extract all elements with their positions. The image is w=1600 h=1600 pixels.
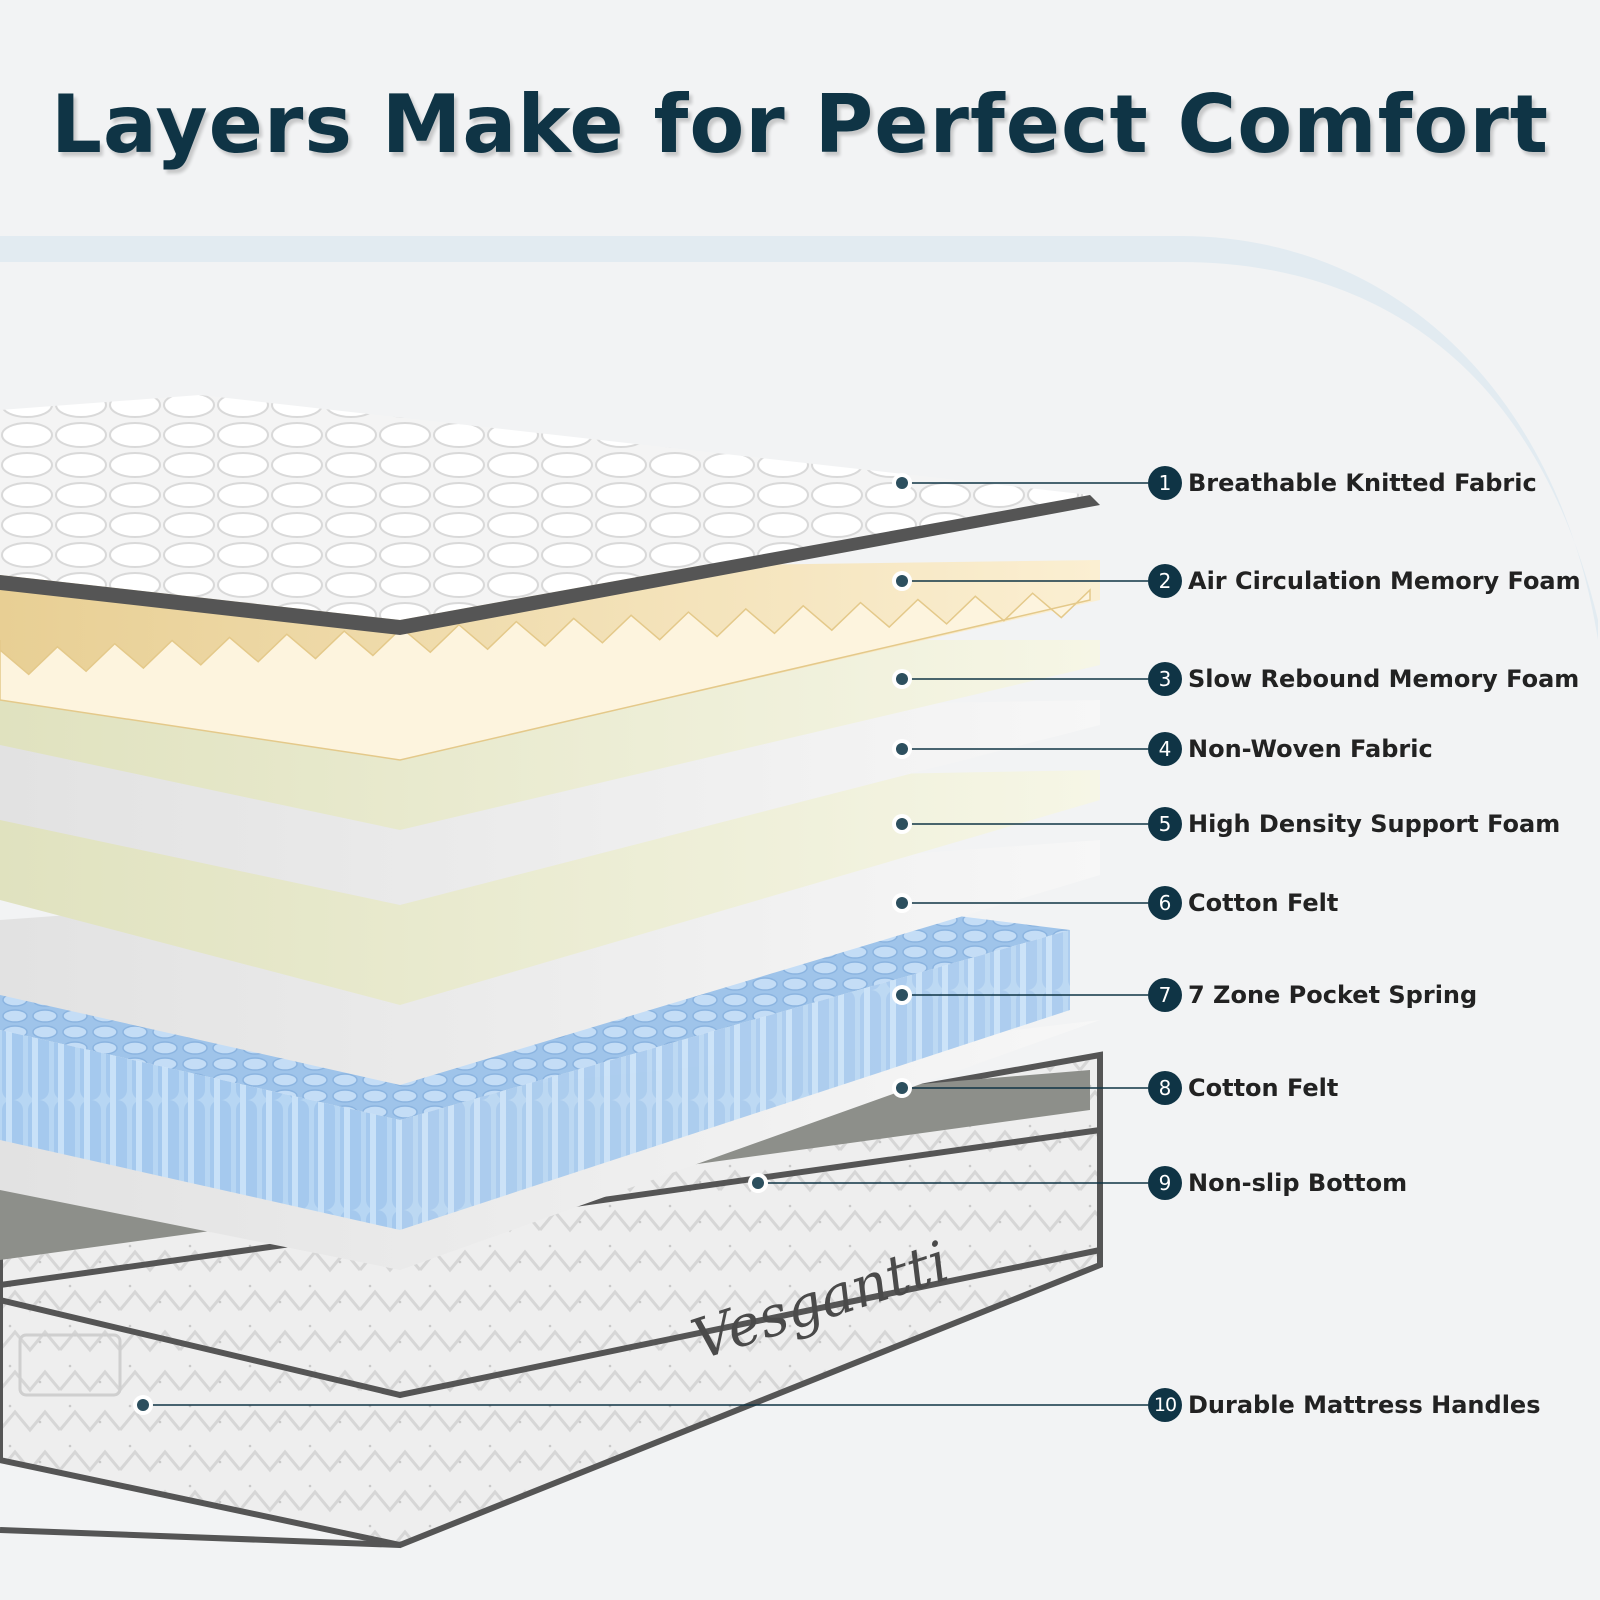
layer-label-text: Non-slip Bottom	[1188, 1169, 1408, 1197]
layer-label-5: 5 High Density Support Foam	[1148, 806, 1560, 842]
leader-dot-core-5	[896, 818, 908, 830]
layer-badge: 9	[1148, 1166, 1182, 1200]
layer-label-2: 2 Air Circulation Memory Foam	[1148, 563, 1581, 599]
layer-label-text: Cotton Felt	[1188, 1074, 1339, 1102]
knitted-fabric-top	[0, 395, 1100, 635]
layer-label-text: Non-Woven Fabric	[1188, 735, 1433, 763]
layer-label-7: 7 7 Zone Pocket Spring	[1148, 977, 1477, 1013]
leader-lines	[133, 473, 1148, 1415]
leader-dot-core-9	[752, 1177, 764, 1189]
layer-badge: 4	[1148, 732, 1182, 766]
layer-label-text: 7 Zone Pocket Spring	[1188, 981, 1478, 1009]
layer-label-text: High Density Support Foam	[1188, 810, 1561, 838]
leader-dot-core-7	[896, 989, 908, 1001]
layer-badge: 6	[1148, 886, 1182, 920]
leader-dot-core-4	[896, 743, 908, 755]
leader-dot-core-3	[896, 673, 908, 685]
layer-label-1: 1 Breathable Knitted Fabric	[1148, 465, 1537, 501]
layer-badge: 3	[1148, 662, 1182, 696]
page-title: Layers Make for Perfect Comfort	[50, 78, 1550, 171]
leader-dot-core-8	[896, 1082, 908, 1094]
layer-label-9: 9 Non-slip Bottom	[1148, 1165, 1407, 1201]
leader-dot-core-1	[896, 477, 908, 489]
layer-badge: 1	[1148, 466, 1182, 500]
layer-label-8: 8 Cotton Felt	[1148, 1070, 1338, 1106]
layer-badge: 7	[1148, 978, 1182, 1012]
leader-dot-core-10	[137, 1399, 149, 1411]
leader-dot-core-6	[896, 897, 908, 909]
layer-badge: 2	[1148, 564, 1182, 598]
leader-dot-core-2	[896, 575, 908, 587]
layer-label-3: 3 Slow Rebound Memory Foam	[1148, 661, 1579, 697]
layer-label-6: 6 Cotton Felt	[1148, 885, 1338, 921]
layer-label-text: Slow Rebound Memory Foam	[1188, 665, 1580, 693]
layer-label-text: Breathable Knitted Fabric	[1188, 469, 1537, 497]
layer-label-text: Cotton Felt	[1188, 889, 1339, 917]
layer-badge: 10	[1148, 1388, 1182, 1422]
layer-badge: 5	[1148, 807, 1182, 841]
layer-label-4: 4 Non-Woven Fabric	[1148, 731, 1433, 767]
layer-badge: 8	[1148, 1071, 1182, 1105]
layer-label-10: 10 Durable Mattress Handles	[1148, 1387, 1540, 1423]
layer-label-text: Air Circulation Memory Foam	[1188, 567, 1581, 595]
layer-label-text: Durable Mattress Handles	[1188, 1391, 1541, 1419]
